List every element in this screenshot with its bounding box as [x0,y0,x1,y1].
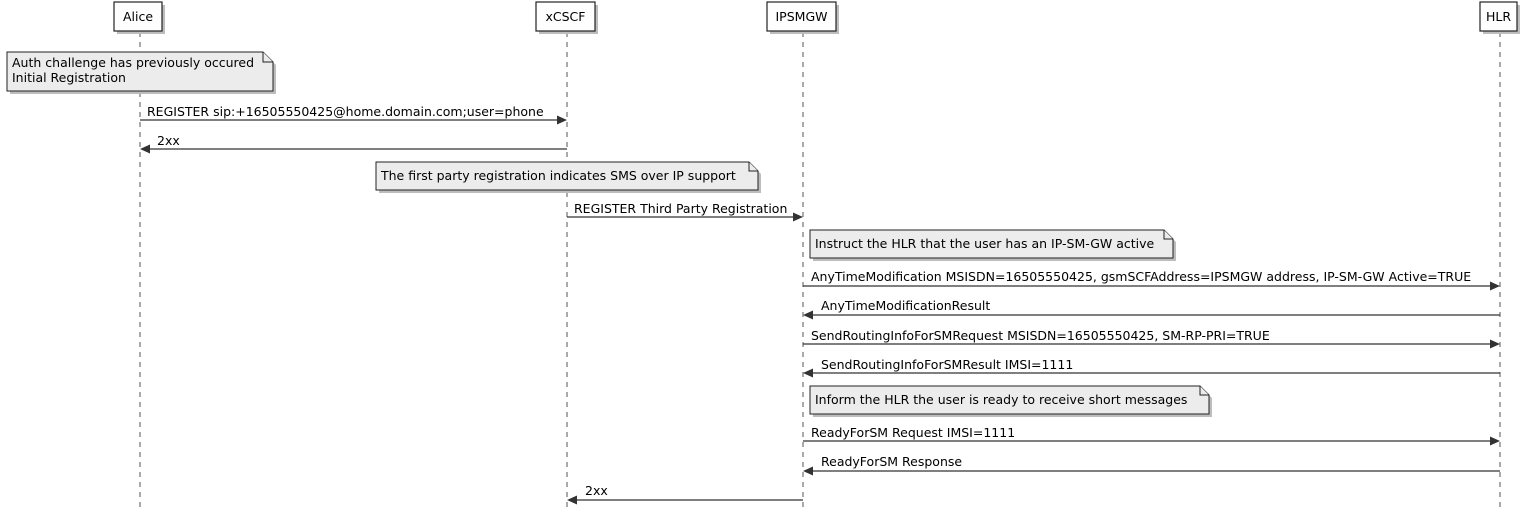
message-send-routing-info-result: SendRoutingInfoForSMResult IMSI=1111 [803,357,1500,378]
participant-ipsmgw: IPSMGW [766,1,839,34]
note-instruct-hlr: Instruct the HLR that the user has an IP… [809,229,1176,261]
arrowhead-left [803,310,813,320]
message-register-label: REGISTER sip:+16505550425@home.domain.co… [147,104,544,119]
participant-alice: Alice [113,1,165,34]
message-2xx-to-xcscf-label: 2xx [585,483,608,498]
message-send-routing-info-result-label: SendRoutingInfoForSMResult IMSI=1111 [821,357,1073,372]
message-any-time-modification: AnyTimeModification MSISDN=16505550425, … [803,269,1500,291]
message-ready-for-sm-request: ReadyForSM Request IMSI=1111 [803,425,1500,446]
message-any-time-modification-result: AnyTimeModificationResult [803,298,1500,320]
note-auth: Auth challenge has previously occured In… [6,51,276,94]
participant-ipsmgw-label: IPSMGW [776,9,828,24]
participant-hlr-label: HLR [1486,9,1511,24]
message-ready-for-sm-request-label: ReadyForSM Request IMSI=1111 [811,425,1015,440]
note-inform-hlr: Inform the HLR the user is ready to rece… [809,385,1212,417]
message-third-party-registration-label: REGISTER Third Party Registration [574,201,787,216]
note-inform-hlr-line-1: Inform the HLR the user is ready to rece… [815,392,1187,407]
message-register: REGISTER sip:+16505550425@home.domain.co… [140,104,567,125]
participant-xcscf: xCSCF [535,1,598,34]
participant-alice-label: Alice [123,9,153,24]
note-auth-line-2: Initial Registration [12,70,126,85]
arrowhead-left [803,368,813,378]
participant-xcscf-label: xCSCF [546,9,586,24]
message-third-party-registration: REGISTER Third Party Registration [567,201,803,222]
message-ready-for-sm-response: ReadyForSM Response [803,454,1500,476]
arrowhead-left [567,495,577,505]
arrowhead-right [793,212,803,222]
message-2xx-to-alice-label: 2xx [157,133,180,148]
message-any-time-modification-label: AnyTimeModification MSISDN=16505550425, … [811,269,1471,284]
arrowhead-left [140,144,150,154]
message-2xx-to-alice: 2xx [140,133,567,154]
note-first-party-line-1: The first party registration indicates S… [380,168,736,183]
arrowhead-left [803,466,813,476]
arrowhead-right [1490,281,1500,291]
message-2xx-to-xcscf: 2xx [567,483,803,505]
arrowhead-right [1490,339,1500,349]
message-send-routing-info-request-label: SendRoutingInfoForSMRequest MSISDN=16505… [811,328,1270,343]
note-first-party: The first party registration indicates S… [375,161,761,193]
message-ready-for-sm-response-label: ReadyForSM Response [821,454,962,469]
message-send-routing-info-request: SendRoutingInfoForSMRequest MSISDN=16505… [803,328,1500,349]
note-auth-line-1: Auth challenge has previously occured [12,55,254,70]
participant-hlr: HLR [1479,1,1520,34]
arrowhead-right [1490,436,1500,446]
arrowhead-right [557,115,567,125]
message-any-time-modification-result-label: AnyTimeModificationResult [821,298,990,313]
note-instruct-hlr-line-1: Instruct the HLR that the user has an IP… [815,236,1155,251]
